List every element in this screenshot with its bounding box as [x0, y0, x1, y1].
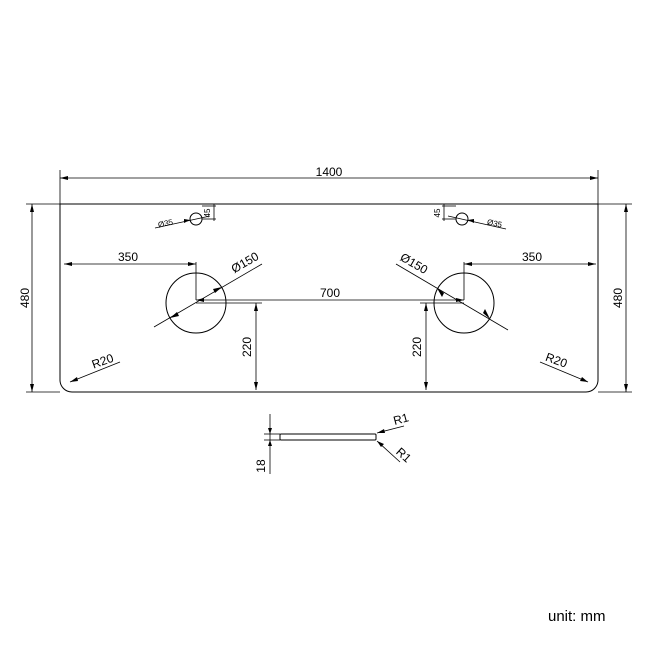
left-corner-radius: R20 — [69, 351, 121, 383]
label-left-small-hole-offset: 45 — [203, 208, 212, 217]
dimension-left-hole-height: 220 — [196, 302, 262, 390]
dimension-left-offset: 350 — [64, 250, 196, 266]
dimension-hole-spacing: 700 — [196, 286, 464, 302]
side-profile: 18 R1 R1 — [254, 410, 414, 474]
label-right-small-hole-offset: 45 — [433, 208, 442, 217]
label-right-small-hole-diameter: Ø35 — [486, 218, 503, 230]
label-right-offset: 350 — [522, 250, 542, 264]
label-thickness: 18 — [254, 459, 268, 473]
label-left-hole-height: 220 — [240, 337, 254, 357]
label-right-corner-radius: R20 — [544, 350, 570, 371]
dimension-right-hole-height: 220 — [410, 302, 464, 390]
dimension-right-offset: 350 — [464, 250, 596, 266]
right-small-hole: Ø35 45 — [433, 204, 507, 230]
label-left-small-hole-diameter: Ø35 — [157, 217, 174, 229]
dimension-height-left: 480 — [18, 203, 60, 393]
countertop-outline — [59, 203, 599, 393]
dimension-height-right: 480 — [598, 203, 632, 393]
label-hole-spacing: 700 — [320, 286, 340, 300]
label-edge-radius-top: R1 — [392, 410, 411, 428]
dimension-overall-width: 1400 — [59, 165, 599, 204]
label-right-hole-diameter: Ø150 — [398, 250, 431, 277]
label-left-hole-diameter: Ø150 — [229, 249, 262, 276]
label-height-right: 480 — [611, 288, 625, 308]
label-left-offset: 350 — [118, 250, 138, 264]
label-right-hole-height: 220 — [410, 337, 424, 357]
label-edge-radius-bottom: R1 — [393, 445, 414, 466]
left-large-hole: Ø150 — [153, 249, 263, 334]
label-left-corner-radius: R20 — [90, 351, 116, 372]
label-height-left: 480 — [18, 288, 32, 308]
label-overall-width: 1400 — [316, 165, 343, 179]
unit-label: unit: mm — [548, 608, 606, 625]
left-small-hole: Ø35 45 — [154, 204, 216, 230]
right-large-hole: Ø150 — [395, 250, 509, 334]
right-corner-radius: R20 — [539, 350, 589, 383]
